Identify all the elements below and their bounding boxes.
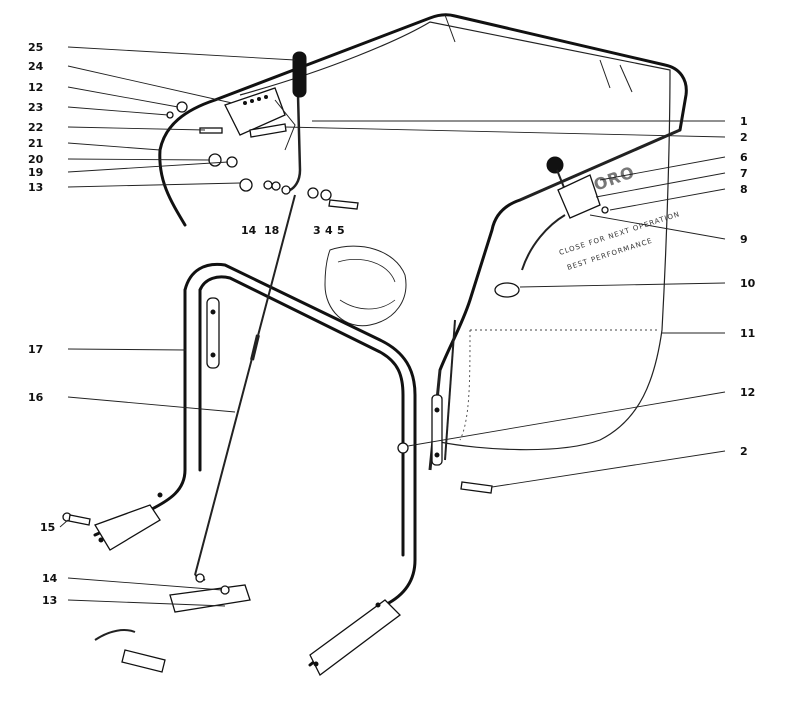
callout-25: 25 [28, 41, 43, 54]
callout-6: 6 [740, 151, 748, 164]
callout-20: 20 [28, 153, 44, 166]
callout-5: 5 [337, 224, 345, 237]
callout-11: 11 [740, 327, 755, 340]
control-rod [194, 194, 296, 581]
callout-2-top: 2 [740, 131, 748, 144]
callout-16: 16 [28, 391, 44, 404]
callout-8: 8 [740, 183, 748, 196]
callout-21: 21 [28, 137, 43, 150]
quadrant-hardware [166, 101, 359, 210]
loose-hardware [62, 442, 493, 526]
callout-19: 19 [28, 166, 43, 179]
callout-24: 24 [28, 60, 44, 73]
bottom-linkage [94, 573, 251, 673]
callout-12-right: 12 [740, 386, 755, 399]
callout-18: 18 [264, 224, 279, 237]
callout-3: 3 [313, 224, 321, 237]
callouts-right: 1 2 6 7 8 9 10 11 12 2 [740, 115, 756, 458]
callout-14-inline: 14 [241, 224, 257, 237]
callout-17: 17 [28, 343, 43, 356]
callouts-left: 25 24 12 23 22 21 20 19 13 17 16 15 14 1… [28, 41, 58, 607]
callout-13-top: 13 [28, 181, 43, 194]
callout-12-top: 12 [28, 81, 43, 94]
lower-handle [93, 262, 443, 676]
shift-lever [224, 51, 307, 192]
callout-10: 10 [740, 277, 756, 290]
callout-1: 1 [740, 115, 748, 128]
throttle-control [494, 156, 609, 298]
callout-22: 22 [28, 121, 43, 134]
callout-2-bottom: 2 [740, 445, 748, 458]
callouts-inline: 14 18 3 4 5 [241, 224, 345, 237]
callout-14-bottom: 14 [42, 572, 58, 585]
callout-15: 15 [40, 521, 55, 534]
upper-frame [158, 13, 688, 471]
callout-4: 4 [325, 224, 333, 237]
callout-23: 23 [28, 101, 43, 114]
callout-9: 9 [740, 233, 748, 246]
callout-13-bottom: 13 [42, 594, 57, 607]
callout-7: 7 [740, 167, 748, 180]
leader-lines [59, 46, 726, 607]
